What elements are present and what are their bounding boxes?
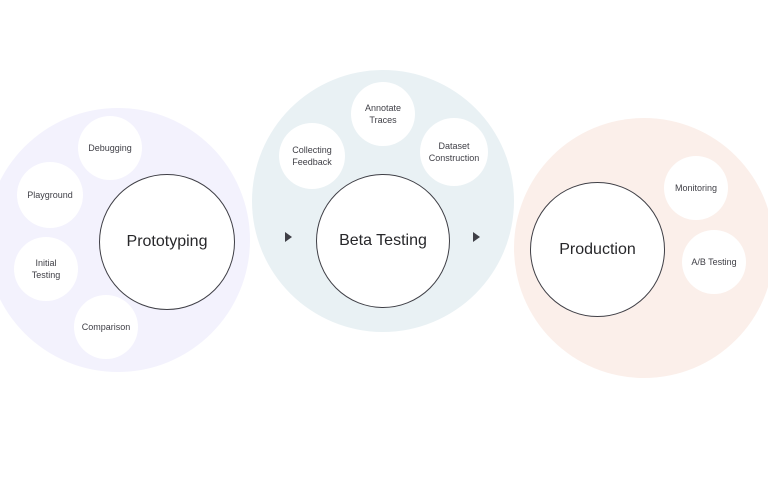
prototyping-stage-title: Prototyping	[99, 174, 235, 310]
dataset-construction-label: Dataset Construction	[428, 141, 480, 163]
initial-testing-bubble: Initial Testing	[14, 237, 78, 301]
playground-bubble: Playground	[17, 162, 83, 228]
debugging-label: Debugging	[88, 143, 132, 153]
ab-testing-bubble: A/B Testing	[682, 230, 746, 294]
comparison-label: Comparison	[81, 322, 131, 332]
playground-label: Playground	[27, 190, 73, 200]
comparison-bubble: Comparison	[74, 295, 138, 359]
debugging-bubble: Debugging	[78, 116, 142, 180]
collecting-feedback-label: Collecting Feedback	[292, 145, 332, 167]
flow-arrow-icon	[473, 232, 480, 242]
annotate-traces-bubble: Annotate Traces	[351, 82, 415, 146]
collecting-feedback-bubble: Collecting Feedback	[279, 123, 345, 189]
monitoring-label: Monitoring	[674, 183, 718, 193]
initial-testing-label: Initial Testing	[31, 258, 61, 280]
production-stage-title: Production	[530, 182, 665, 317]
beta-testing-stage-title: Beta Testing	[316, 174, 450, 308]
flow-arrow-icon	[285, 232, 292, 242]
dataset-construction-bubble: Dataset Construction	[420, 118, 488, 186]
ab-testing-label: A/B Testing	[691, 257, 737, 267]
monitoring-bubble: Monitoring	[664, 156, 728, 220]
annotate-traces-label: Annotate Traces	[364, 103, 402, 125]
